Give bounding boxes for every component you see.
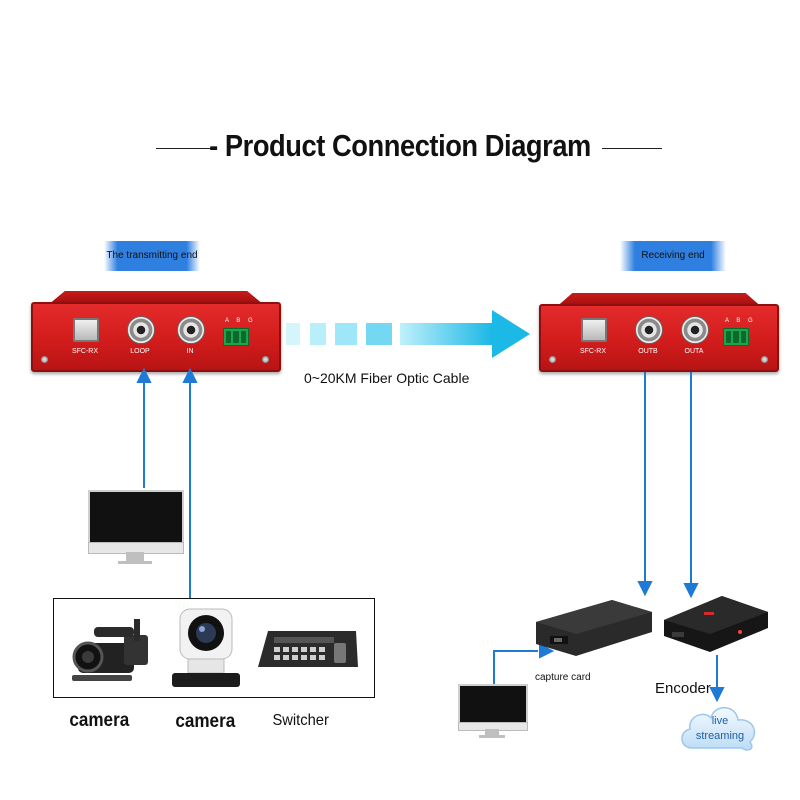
page-title: - Product Connection Diagram — [209, 128, 591, 163]
monitor-icon — [458, 684, 528, 724]
port-label: OUTB — [638, 348, 658, 355]
sfp-port-icon — [73, 318, 99, 342]
ptz-camera-icon — [172, 608, 240, 687]
monitor-icon — [88, 490, 184, 544]
fiber-segment — [335, 323, 357, 345]
cloud-label: live streaming — [695, 715, 745, 742]
monitor-stand — [485, 729, 499, 736]
receiver-tag: Receiving end — [620, 241, 726, 271]
port-label: OUTA — [684, 348, 704, 355]
arrowhead-down — [709, 687, 725, 703]
fiber-arrowhead — [492, 310, 530, 358]
transmitter-top — [50, 291, 262, 303]
fiber-label: 0~20KM Fiber Optic Cable — [304, 370, 470, 386]
receiver-device: SFC-RX OUTB OUTA A B G — [539, 304, 779, 372]
cloud-icon — [681, 707, 756, 751]
sfp-port-icon — [581, 318, 607, 342]
camera-caption-1: camera — [69, 710, 130, 731]
fiber-segment — [400, 323, 492, 345]
port-label: SFC-RX — [71, 348, 99, 355]
screw-icon — [262, 356, 269, 363]
screw-icon — [549, 356, 556, 363]
arrowhead-down — [637, 581, 653, 597]
screw-icon — [761, 356, 768, 363]
bnc-port-icon — [635, 316, 663, 344]
fiber-segment — [286, 323, 300, 345]
arrowhead-up — [182, 367, 198, 383]
encoder-icon — [664, 596, 768, 652]
arrow-capture-to-monitor — [493, 650, 538, 684]
terminal-label: A B G — [725, 318, 756, 324]
camera-caption-2: camera — [175, 711, 236, 732]
capture-card-icon — [536, 600, 652, 656]
camcorder-icon — [72, 619, 148, 681]
title-line-left — [156, 148, 212, 149]
sources-box — [53, 598, 375, 698]
monitor-base — [118, 561, 152, 564]
transmitter-device: SFC-RX LOOP IN A B G — [31, 302, 281, 372]
port-label: SFC-RX — [579, 348, 607, 355]
switcher-caption: Switcher — [272, 712, 329, 729]
capture-card-label: capture card — [535, 672, 591, 683]
transmitter-tag: The transmitting end — [104, 241, 200, 271]
terminal-block-icon — [223, 328, 249, 346]
port-label: LOOP — [130, 348, 150, 355]
receiver-top — [558, 293, 760, 305]
bnc-port-icon — [127, 316, 155, 344]
switcher-icon — [258, 631, 358, 667]
monitor-base — [479, 735, 505, 738]
fiber-arrow — [286, 310, 530, 358]
monitor-stand — [126, 552, 144, 562]
bnc-port-icon — [177, 316, 205, 344]
fiber-segment — [366, 323, 392, 345]
terminal-label: A B G — [225, 318, 256, 324]
terminal-block-icon — [723, 328, 749, 346]
encoder-label: Encoder — [655, 680, 711, 697]
bnc-port-icon — [681, 316, 709, 344]
arrowhead-right — [539, 643, 555, 659]
port-label: IN — [186, 348, 194, 355]
arrowhead-down — [683, 583, 699, 599]
screw-icon — [41, 356, 48, 363]
title-line-right — [602, 148, 662, 149]
fiber-segment — [310, 323, 326, 345]
arrowhead-up — [136, 367, 152, 383]
